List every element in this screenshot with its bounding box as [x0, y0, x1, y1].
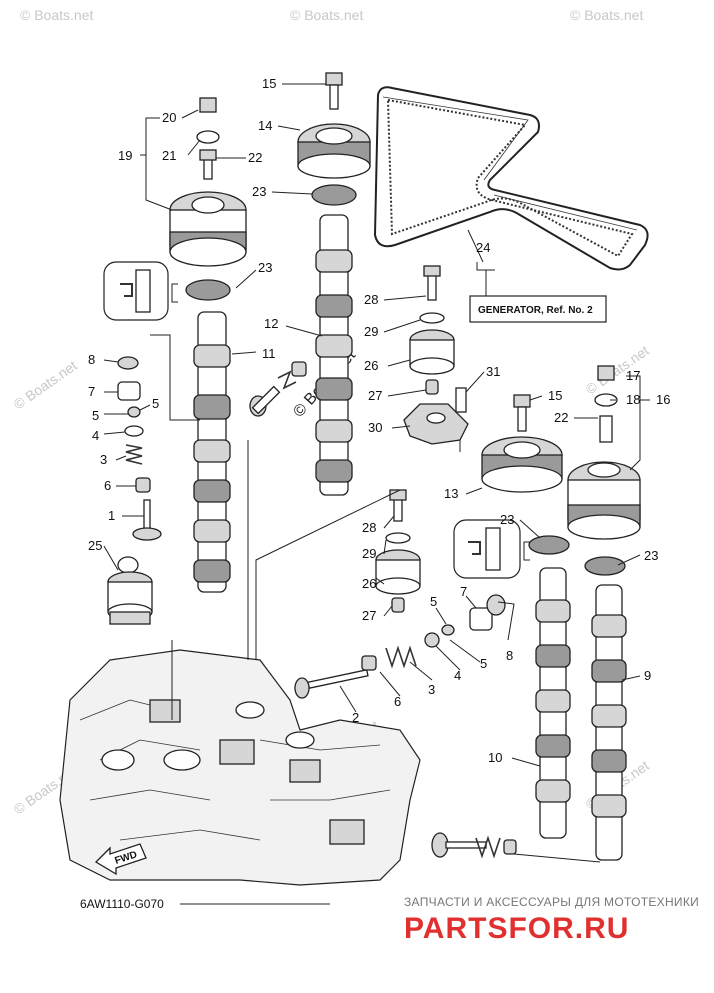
callout-7: 7 [88, 384, 95, 399]
callout-4: 4 [92, 428, 99, 443]
watermark: © Boats.net [20, 7, 93, 23]
timing-belt [373, 86, 649, 271]
leader-lines [103, 83, 650, 905]
drawing-code: 6AW1110-G070 [80, 897, 164, 911]
callout-5: 5 [152, 396, 159, 411]
brand-tagline: ЗАПЧАСТИ И АКСЕССУАРЫ ДЛЯ МОТОТЕХНИКИ [404, 895, 699, 909]
callout-5: 5 [430, 594, 437, 609]
callout-16: 16 [656, 392, 670, 407]
callout-30: 30 [368, 420, 382, 435]
generator-ref-label: GENERATOR, Ref. No. 2 [478, 305, 593, 316]
brand-footer: ЗАПЧАСТИ И АКСЕССУАРЫ ДЛЯ МОТОТЕХНИКИ PA… [404, 895, 699, 945]
inset-icon-left [103, 261, 178, 321]
callout-15: 15 [262, 76, 276, 91]
callout-12: 12 [264, 316, 278, 331]
valve-mid [249, 361, 307, 417]
valve-bottom-right [431, 832, 517, 859]
callout-5: 5 [92, 408, 99, 423]
callout-18: 18 [626, 392, 640, 407]
callout-19: 19 [118, 148, 132, 163]
watermark: © Boats.net [290, 7, 363, 23]
callout-20: 20 [162, 110, 176, 125]
callout-5: 5 [480, 656, 487, 671]
callout-13: 13 [444, 486, 458, 501]
idler-lower [375, 489, 421, 613]
callout-3: 3 [100, 452, 107, 467]
callout-11: 11 [262, 346, 276, 361]
sprocket-lower-center [481, 394, 563, 493]
camshaft-12 [315, 214, 353, 496]
callout-28: 28 [362, 520, 376, 535]
callout-29: 29 [362, 546, 376, 561]
callout-1: 1 [108, 508, 115, 523]
generator-ref: GENERATOR, Ref. No. 2 [467, 229, 607, 323]
camshaft-11 [193, 311, 231, 593]
watermark: © Boats.net [583, 342, 652, 397]
callout-22: 22 [248, 150, 262, 165]
callout-8: 8 [506, 648, 513, 663]
brand-name: PARTSFOR.RU [404, 912, 629, 945]
callout-2: 2 [352, 710, 359, 725]
camshaft-10 [528, 535, 571, 839]
callouts: 15 14 23 20 19 21 22 23 24 28 29 26 27 3… [88, 76, 670, 765]
callout-6: 6 [104, 478, 111, 493]
valve-stack-left [117, 356, 162, 541]
cylinder-head: FWD [59, 649, 421, 886]
callout-15: 15 [548, 388, 562, 403]
callout-6: 6 [394, 694, 401, 709]
exhaust-sprocket-upper [297, 72, 371, 206]
intake-sprocket-upper [169, 97, 247, 301]
callout-31: 31 [486, 364, 500, 379]
callout-8: 8 [88, 352, 95, 367]
callout-27: 27 [362, 608, 376, 623]
callout-28: 28 [364, 292, 378, 307]
callout-17: 17 [626, 368, 640, 383]
callout-29: 29 [364, 324, 378, 339]
watermark: © Boats.net [11, 357, 80, 412]
callout-23: 23 [258, 260, 272, 275]
callout-10: 10 [488, 750, 502, 765]
callout-7: 7 [460, 584, 467, 599]
camshaft-9 [584, 556, 627, 861]
callout-21: 21 [162, 148, 176, 163]
callout-23: 23 [644, 548, 658, 563]
callout-24: 24 [476, 240, 490, 255]
callout-26: 26 [362, 576, 376, 591]
inset-icon-right [453, 519, 530, 579]
callout-22: 22 [554, 410, 568, 425]
tensioner [107, 556, 153, 625]
callout-23: 23 [252, 184, 266, 199]
callout-14: 14 [258, 118, 272, 133]
generator-ref-box [469, 295, 607, 323]
callout-25: 25 [88, 538, 102, 553]
watermark: © Boats.net [570, 7, 643, 23]
sprocket-lower-right [567, 365, 641, 540]
callout-23: 23 [500, 512, 514, 527]
idler-upper [403, 265, 469, 445]
callout-3: 3 [428, 682, 435, 697]
callout-26: 26 [364, 358, 378, 373]
callout-4: 4 [454, 668, 461, 683]
callout-9: 9 [644, 668, 651, 683]
callout-27: 27 [368, 388, 382, 403]
valve-stack-center [294, 594, 506, 699]
